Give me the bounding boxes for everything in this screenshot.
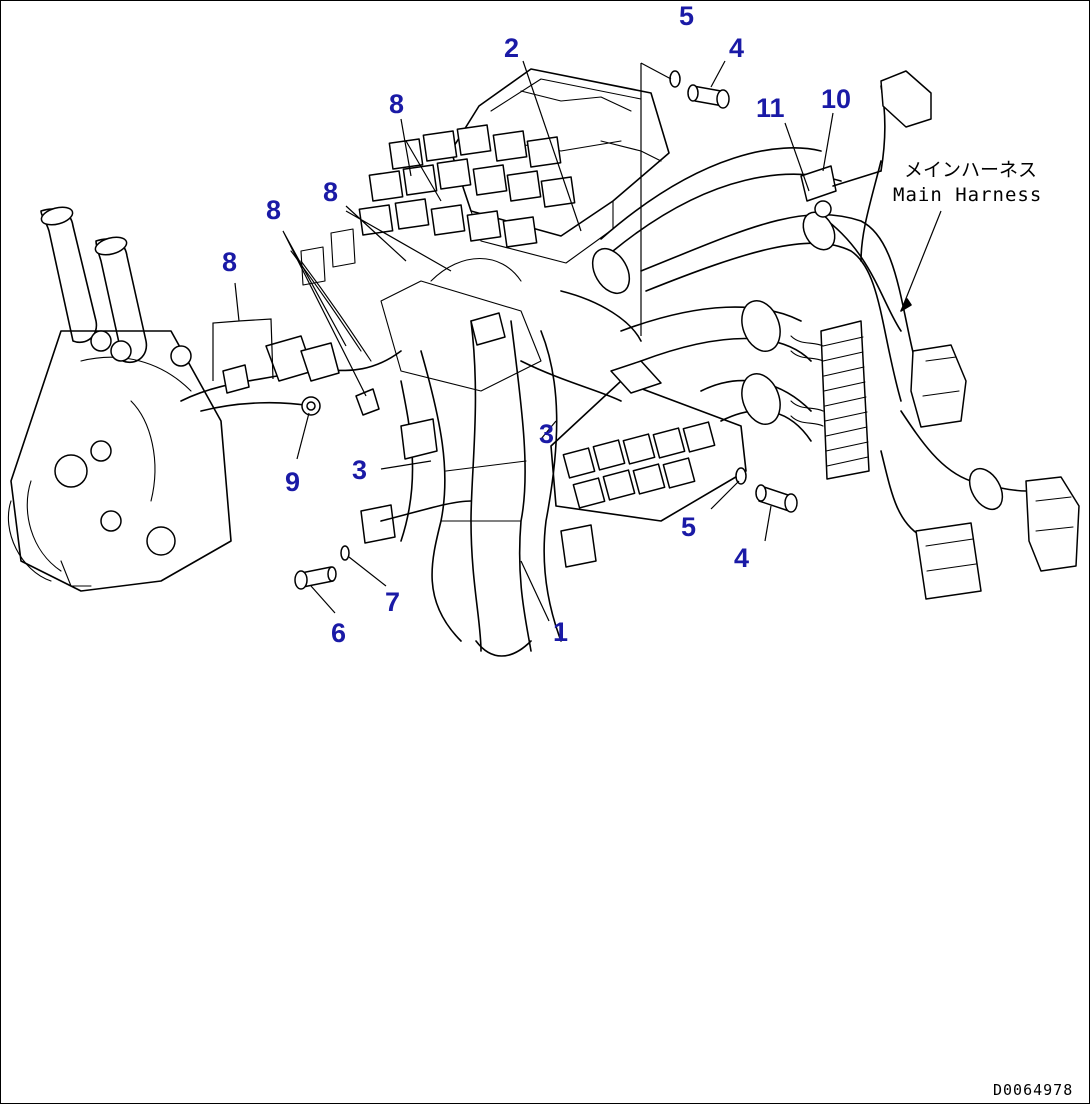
callout-5-low: 5 [681,512,696,542]
callout-9: 9 [285,467,300,497]
bolt-4-top [687,84,730,109]
main-harness-bundle [591,70,1080,600]
harness-label-jp: メインハーネス [904,159,1037,181]
callout-5-top: 5 [679,1,694,31]
callout-10: 10 [821,84,851,114]
washer-5-top [669,70,681,88]
fuse-box [550,360,747,568]
callout-2: 2 [504,33,519,63]
callout-4-top: 4 [729,33,744,63]
callout-3-b: 3 [539,419,554,449]
callout-8-c: 8 [266,195,281,225]
washer-5-low [735,467,747,485]
bolt-4-low [755,484,798,513]
control-lever-assembly [7,206,402,592]
callout-8-b: 8 [323,177,338,207]
main-harness-label: メインハーネス Main Harness [893,159,1042,206]
harness-label-en: Main Harness [893,184,1042,206]
callout-8-d: 8 [222,247,237,277]
callout-8-a: 8 [389,89,404,119]
drawing-number: D0064978 [993,1081,1073,1099]
leader-lines [212,60,942,622]
callout-labels: 5 4 2 11 10 8 8 8 8 9 3 3 5 4 7 6 1 [222,1,851,648]
harness-trunk [360,258,642,657]
callout-6: 6 [331,618,346,648]
callout-1: 1 [553,617,568,647]
harness-connector-block [790,320,870,480]
callout-4-low: 4 [734,543,749,573]
callout-3-a: 3 [352,455,367,485]
washer-7 [340,545,350,561]
bolt-6 [294,566,337,590]
relay-box-assembly [300,68,670,286]
callout-11: 11 [756,93,785,123]
callout-7: 7 [385,587,400,617]
